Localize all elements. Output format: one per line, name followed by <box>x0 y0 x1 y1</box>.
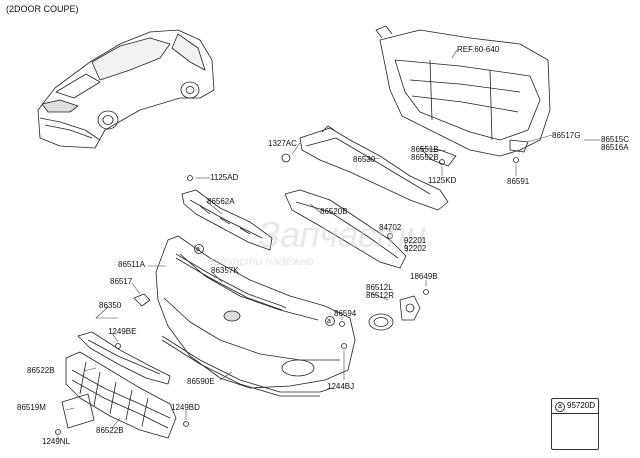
label-18649b: 18649B <box>410 272 438 281</box>
watermark-logo: Запчасти <box>258 214 427 255</box>
legend-marker: a <box>555 402 565 412</box>
label-86594: 86594 <box>334 309 357 318</box>
label-86515c: 86515C <box>601 135 630 144</box>
lower-lip <box>161 335 333 397</box>
label-86522b-bottom: 86522B <box>96 426 124 435</box>
label-1125kd: 1125KD <box>428 176 457 185</box>
molding-strip <box>175 253 287 311</box>
grille-bracket <box>181 189 273 251</box>
label-86562a: 86562A <box>207 197 235 206</box>
nut-1327ac <box>281 153 291 163</box>
variant-title: (2DOOR COUPE) <box>6 4 79 14</box>
label-86591: 86591 <box>507 177 530 186</box>
label-1327ac: 1327AC <box>268 139 297 148</box>
label-84702: 84702 <box>379 223 402 232</box>
upper-grille <box>77 331 171 385</box>
bolt-18649b <box>423 289 429 295</box>
label-86522b-top: 86522B <box>27 366 55 375</box>
screw-1249bd <box>183 421 189 427</box>
callout-a-lower <box>325 316 335 326</box>
label-86520b: 86520B <box>320 207 348 216</box>
radiator-support <box>375 25 551 157</box>
label-86357k: 86357K <box>211 266 239 275</box>
label-1249nl: 1249NL <box>42 437 71 446</box>
bracket-86517g <box>509 139 529 153</box>
clip-86517 <box>133 293 151 307</box>
bumper-beam <box>299 125 449 211</box>
clip-86594 <box>339 321 345 327</box>
label-86519m: 86519M <box>17 403 46 412</box>
label-92202: 92202 <box>404 244 427 253</box>
label-86350: 86350 <box>99 301 122 310</box>
label-86511a: 86511A <box>118 260 145 269</box>
fog-lamp <box>368 295 421 331</box>
label-92201: 92201 <box>404 236 427 245</box>
screw-1249be <box>115 343 121 349</box>
callout-a-upper <box>194 244 204 254</box>
bracket-86551b <box>419 147 457 167</box>
bolt-1125ad <box>187 175 193 181</box>
label-1249be: 1249BE <box>108 327 137 336</box>
car-illustration <box>37 29 215 149</box>
bolt-1125kd <box>439 159 445 165</box>
bumper-cover <box>155 235 356 389</box>
label-ref-60-640: REF.60-640 <box>457 45 500 54</box>
watermark-text: запчасти надёжно <box>208 254 314 268</box>
legend-part-number: 95720D <box>567 401 596 410</box>
label-86551b: 86551B <box>411 145 439 154</box>
screw-84702 <box>387 233 393 239</box>
label-86590e: 86590E <box>187 377 215 386</box>
label-86512l: 86512L <box>366 283 393 292</box>
label-86517: 86517 <box>110 277 133 286</box>
label-1125ad: 1125AD <box>210 173 239 182</box>
label-1244bj: 1244BJ <box>327 382 355 391</box>
energy-absorber <box>284 189 407 269</box>
license-bracket <box>61 393 95 429</box>
lower-grille <box>65 351 177 439</box>
screw-1249nl <box>55 429 61 435</box>
label-86552b: 86552B <box>411 153 439 162</box>
label-86512r: 86512R <box>366 291 395 300</box>
callout-a-upper-letter: a <box>196 246 200 253</box>
label-1249bd: 1249BD <box>171 403 200 412</box>
label-86516a: 86516A <box>601 143 629 152</box>
leader-lines <box>57 49 600 440</box>
bolt-86591 <box>513 157 519 163</box>
label-86530: 86530 <box>353 155 376 164</box>
label-86517g: 86517G <box>552 131 581 140</box>
callout-a-lower-letter: a <box>327 318 331 325</box>
bolt-1244bj <box>341 343 347 349</box>
